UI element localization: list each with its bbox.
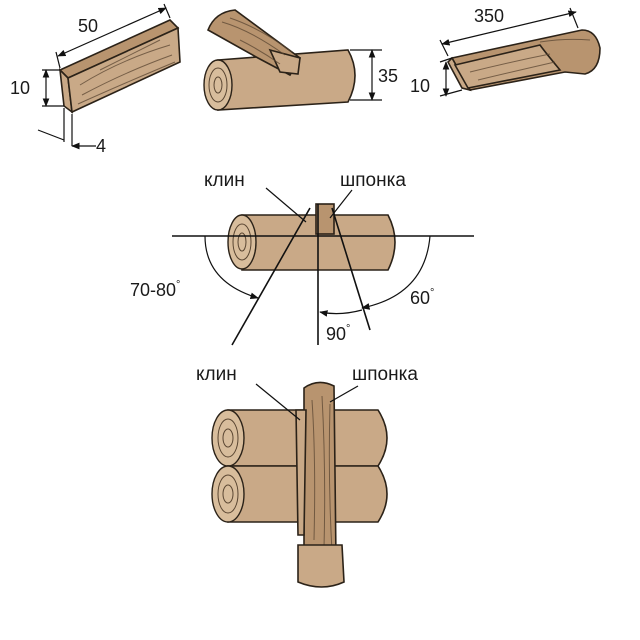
angle-left-label: 70-80° <box>130 279 180 300</box>
height-dimension-label: 10 <box>10 78 30 98</box>
wedge-label: клин <box>204 170 245 191</box>
bottom-wedge-label: клин <box>196 364 237 385</box>
key-bar-figure: 350 10 <box>410 6 601 97</box>
key-length-dimension-label: 350 <box>474 6 504 26</box>
log-with-cut-figure: 35 <box>203 9 398 111</box>
length-dimension-label: 50 <box>78 16 98 36</box>
angle-diagram-figure: клин шпонка 70-80° 90° 60° <box>130 170 474 346</box>
depth-dimension-label: 35 <box>378 66 398 86</box>
bottom-key-label: шпонка <box>352 364 418 385</box>
assembled-joint-figure: клин шпонка <box>196 364 418 588</box>
thickness-dimension-label: 4 <box>96 136 106 156</box>
wedge-block-figure: 50 10 4 <box>10 3 181 156</box>
angle-right-label: 60° <box>410 287 434 308</box>
key-height-dimension-label: 10 <box>410 76 430 96</box>
angle-bottom-label: 90° <box>326 323 350 344</box>
key-label: шпонка <box>340 170 406 191</box>
